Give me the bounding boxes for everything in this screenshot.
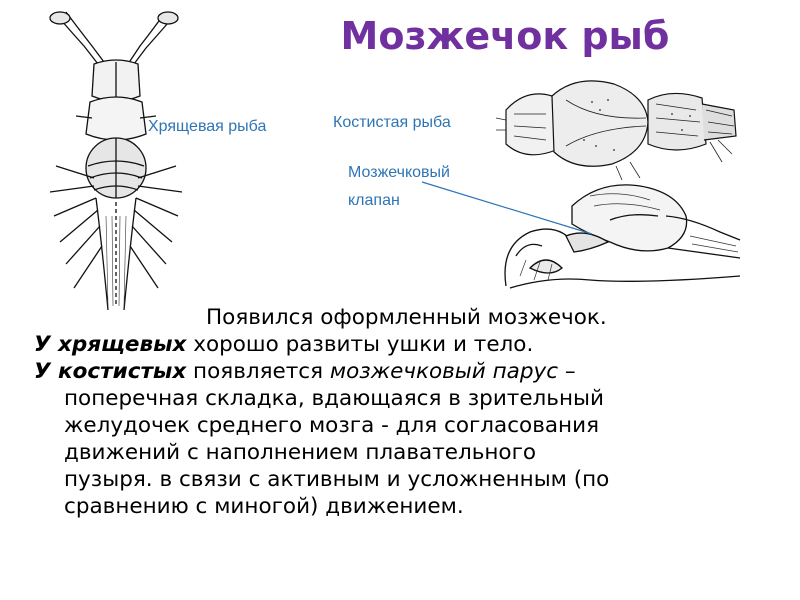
bony-paragraph-line6: сравнению с миногой) движением. [64,494,464,519]
bony-text-b: – [558,359,576,384]
valve-pointer-line [421,181,593,235]
bony-paragraph-line4: движений с наполнением плавательного [64,440,537,465]
cerebellar-valve-label-line1: Мозжечковый [348,164,450,181]
bony-text-a: появляется [186,359,330,384]
cerebellar-valve-label: Мозжечковый клапан [348,162,450,212]
bony-paragraph-line2: поперечная складка, вдающаяся в зрительн… [64,386,604,411]
bony-paragraph-line3: желудочек среднего мозга - для согласова… [64,413,600,438]
page-title: Мозжечок рыб [340,14,670,58]
intro-line: Появился оформленный мозжечок. [206,305,607,330]
cartilaginous-paragraph: У хрящевых хорошо развиты ушки и тело. [34,331,784,358]
cartilaginous-emphasis: У хрящевых [34,332,187,357]
cerebellar-velum-term: мозжечковый парус [329,359,559,384]
bony-paragraph-line5: пузыря. в связи с активным и усложненным… [64,467,610,492]
cartilaginous-fish-brain-drawing [49,11,183,311]
cartilaginous-text: хорошо развиты ушки и тело. [186,332,534,357]
body-text: Появился оформленный мозжечок. У хрящевы… [34,304,784,520]
cartilaginous-fish-label: Хрящевая рыба [148,118,267,135]
bony-fish-brain-dorsal-drawing [496,80,737,181]
bony-fish-label: Костистая рыба [333,114,451,131]
bony-fish-brain-section-drawing [504,184,741,289]
cerebellar-valve-label-line2: клапан [348,192,400,209]
bony-paragraph-line1: У костистых появляется мозжечковый парус… [34,358,784,385]
bony-emphasis: У костистых [34,359,187,384]
